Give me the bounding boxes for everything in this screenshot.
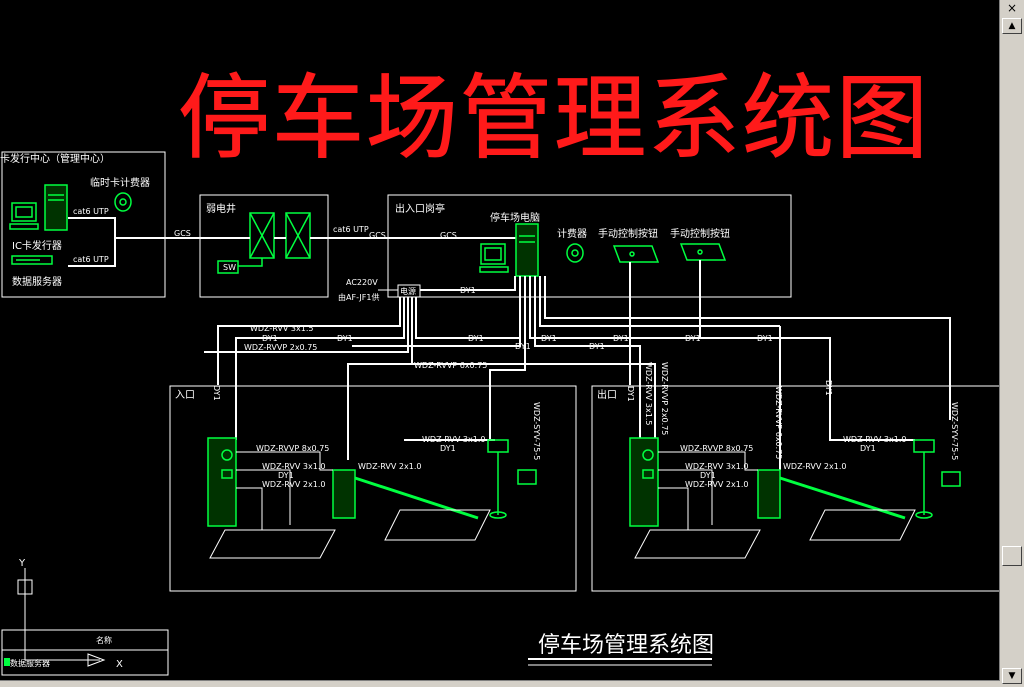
loop-detector — [384, 509, 491, 541]
cable-label: WDZ-RVVP 8x0.75 — [680, 444, 753, 453]
cable-label: WDZ-RVV 2x1.0 — [783, 462, 846, 471]
cable-label: cat6 UTP — [73, 207, 109, 216]
camera-icon — [487, 439, 537, 519]
switch-icon — [217, 260, 239, 274]
barrier-gate-icon — [757, 469, 906, 520]
cable-label: cat6 UTP — [333, 225, 369, 234]
meter-label: 计费器 — [557, 227, 587, 240]
dy1-label: DY1 — [757, 334, 773, 343]
dy1-label: DY1 — [440, 444, 456, 453]
dy1-label: DY1 — [626, 386, 635, 402]
loop-detector — [809, 509, 916, 541]
dy1-label: DY1 — [700, 471, 716, 480]
dy1-label: DY1 — [278, 471, 294, 480]
meter-icon — [566, 243, 584, 263]
system-diagram: .w{stroke:#fff;stroke-width:2;fill:none;… — [0, 65, 1000, 676]
ticket-machine-icon — [207, 437, 237, 527]
legend-row: 数据服务器 — [10, 658, 50, 668]
cable-label: cat6 UTP — [73, 255, 109, 264]
manual-button-label: 手动控制按钮 — [670, 227, 730, 240]
manual-button-label: 手动控制按钮 — [598, 227, 658, 240]
horizontal-scrollbar[interactable] — [0, 680, 1000, 687]
cable-label: WDZ-RVVP 8x0.75 — [256, 444, 329, 453]
camera-icon — [913, 439, 961, 519]
computer-icon — [9, 184, 68, 231]
cable-label: WDZ-RVV 3x1.0 — [843, 435, 906, 444]
cable-label: WDZ-RVVP 2x0.75 — [660, 362, 669, 435]
dy1-label: DY1 — [515, 342, 531, 351]
dy1-label: DY1 — [685, 334, 701, 343]
main-title: 停车场管理系统图 — [178, 65, 930, 172]
cable-label: WDZ-RVV 3x1.0 — [685, 462, 748, 471]
dy1-label: DY1 — [337, 334, 353, 343]
vertical-scrollbar[interactable]: × ▲ ▼ — [999, 0, 1024, 687]
scroll-down-button[interactable]: ▼ — [1002, 668, 1022, 684]
axis-x-label: X — [116, 659, 123, 670]
gcs-label: GCS — [369, 231, 386, 240]
ticket-machine-icon — [629, 437, 659, 527]
gcs-label: GCS — [440, 231, 457, 240]
barrier-gate-icon — [332, 469, 479, 520]
dy1-label: DY1 — [860, 444, 876, 453]
dy1-label: DY1 — [824, 380, 833, 396]
ucs-axis-icon — [17, 568, 106, 667]
center-label: 卡发行中心（管理中心） — [0, 152, 110, 165]
center-box — [1, 151, 166, 298]
weak-well-box — [199, 194, 329, 298]
patch-panel-icon — [249, 212, 311, 259]
cable-label: WDZ-RVV 3x1.0 — [422, 435, 485, 444]
entry-box — [169, 385, 577, 592]
ac220-label: AC220V — [346, 278, 378, 287]
weak-well-label: 弱电井 — [206, 202, 236, 215]
drawing-subtitle: 停车场管理系统图 — [538, 633, 714, 658]
data-server-label: 数据服务器 — [12, 275, 62, 288]
manual-button-icon — [612, 245, 660, 263]
cable-label: WDZ-SYV-75-5 — [950, 402, 959, 460]
scroll-up-button[interactable]: ▲ — [1002, 18, 1022, 34]
legend-table — [1, 629, 169, 676]
loop-detector — [634, 529, 761, 559]
cable-label: WDZ-RVV 2x1.0 — [262, 480, 325, 489]
scroll-thumb[interactable] — [1002, 546, 1022, 566]
cable-label: WDZ-RVV 3x1.5 — [644, 362, 653, 425]
exit-box — [591, 385, 1000, 592]
cable-label: WDZ-SYV-75-5 — [532, 402, 541, 460]
dy1-label: DY1 — [589, 342, 605, 351]
dy1-label: DY1 — [468, 334, 484, 343]
cable-label: WDZ-RVVP 6x0.75 — [774, 386, 783, 459]
parking-pc-icon — [479, 223, 539, 277]
cable-label: WDZ-RVV 3x1.0 — [262, 462, 325, 471]
dy1-label: DY1 — [541, 334, 557, 343]
dy1-label: DY1 — [460, 286, 476, 295]
legend-header: 名称 — [96, 635, 112, 645]
ic-issuer-label: IC卡发行器 — [12, 239, 62, 252]
entry-label: 入口 — [175, 390, 195, 401]
dy1-label: DY1 — [613, 334, 629, 343]
exit-label: 出口 — [597, 388, 617, 401]
temp-card-label: 临时卡计费器 — [90, 176, 150, 189]
parking-pc-label: 停车场电脑 — [490, 211, 540, 224]
cable-label: WDZ-RVV 2x1.0 — [685, 480, 748, 489]
manual-button-icon — [679, 243, 727, 261]
booth-label: 出入口岗亭 — [395, 202, 445, 215]
sw-label: SW — [223, 263, 236, 272]
temp-card-reader-icon — [114, 192, 132, 212]
booth-box — [387, 194, 792, 298]
from-af-label: 由AF-JF1供 — [338, 292, 379, 302]
loop-detector — [209, 529, 336, 559]
cable-label: WDZ-RVVP 6x0.75 — [414, 361, 487, 370]
dy1-label: DY1 — [212, 385, 221, 401]
close-icon[interactable]: × — [1006, 1, 1018, 15]
cable-label: WDZ-RVVP 2x0.75 — [244, 343, 317, 352]
gcs-label: GCS — [174, 229, 191, 238]
data-server-icon — [11, 255, 53, 265]
axis-y-label: Y — [18, 558, 26, 569]
cable-label: WDZ-RVV 3x1.5 — [250, 324, 313, 333]
dy1-label: DY1 — [262, 334, 278, 343]
power-label: 电源 — [400, 286, 416, 296]
cable-label: WDZ-RVV 2x1.0 — [358, 462, 421, 471]
